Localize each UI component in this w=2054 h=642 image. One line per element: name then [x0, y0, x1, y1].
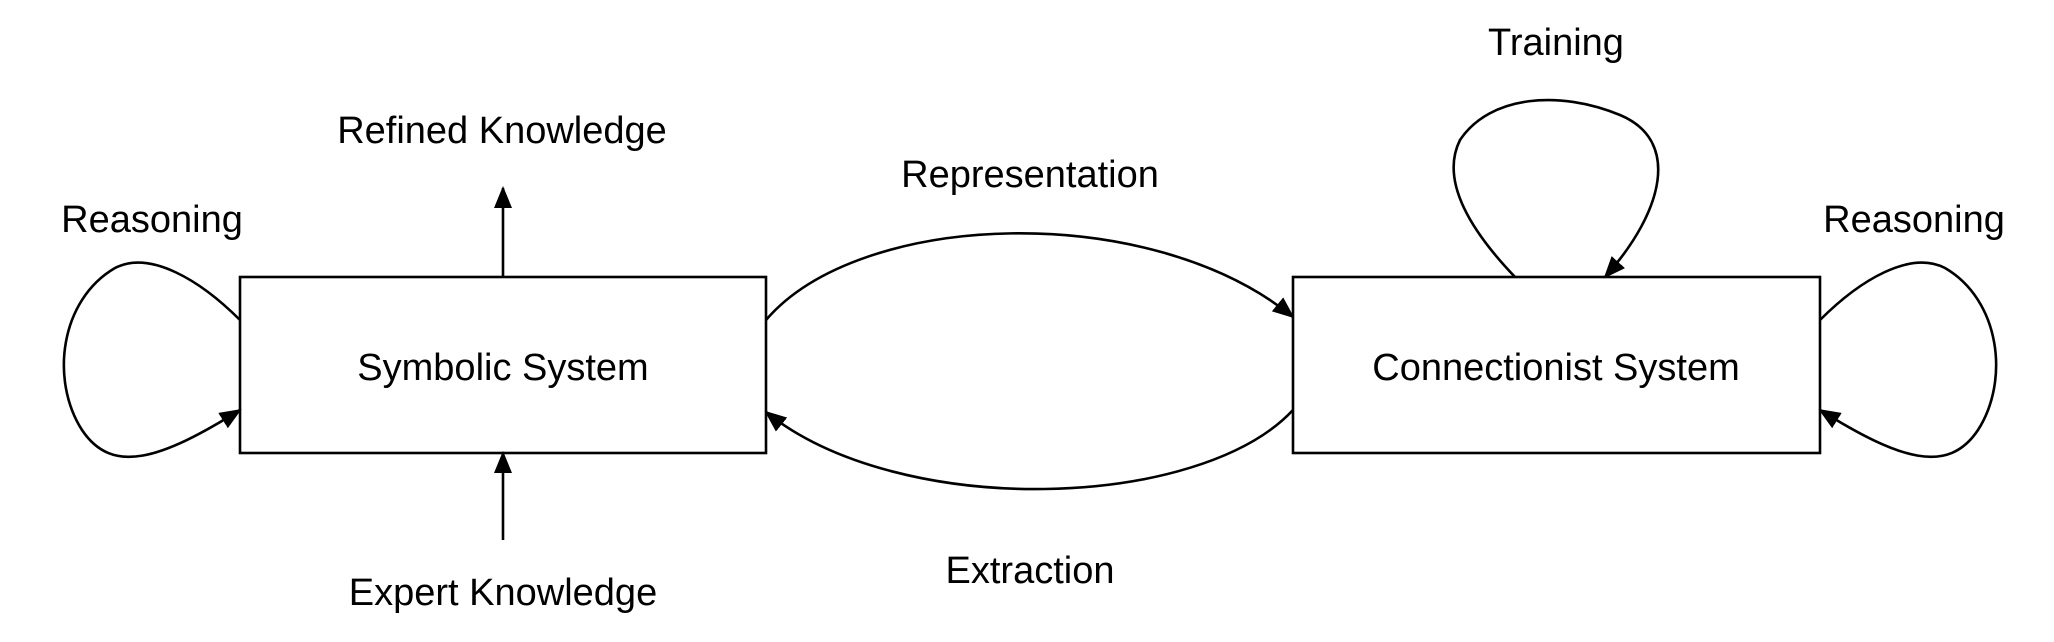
- training-label: Training: [1488, 22, 1624, 64]
- training-loop: [1452, 98, 1660, 279]
- reasoning-right-label: Reasoning: [1823, 199, 2005, 241]
- expert-knowledge-label: Expert Knowledge: [349, 572, 657, 614]
- extraction-label: Extraction: [946, 550, 1115, 592]
- reasoning-left-loop: [62, 261, 242, 459]
- symbolic-system-label: Symbolic System: [357, 347, 648, 389]
- representation-label: Representation: [901, 154, 1159, 196]
- refined-knowledge-label: Refined Knowledge: [337, 110, 667, 152]
- connectionist-system-label: Connectionist System: [1372, 347, 1740, 389]
- connectionist-system-node: [1291, 275, 1822, 455]
- reasoning-right-loop: [1818, 261, 1998, 459]
- extraction-arc: [764, 409, 1294, 491]
- reasoning-left-label: Reasoning: [61, 199, 243, 241]
- symbolic-system-node: [238, 275, 768, 455]
- representation-arc: [765, 232, 1295, 321]
